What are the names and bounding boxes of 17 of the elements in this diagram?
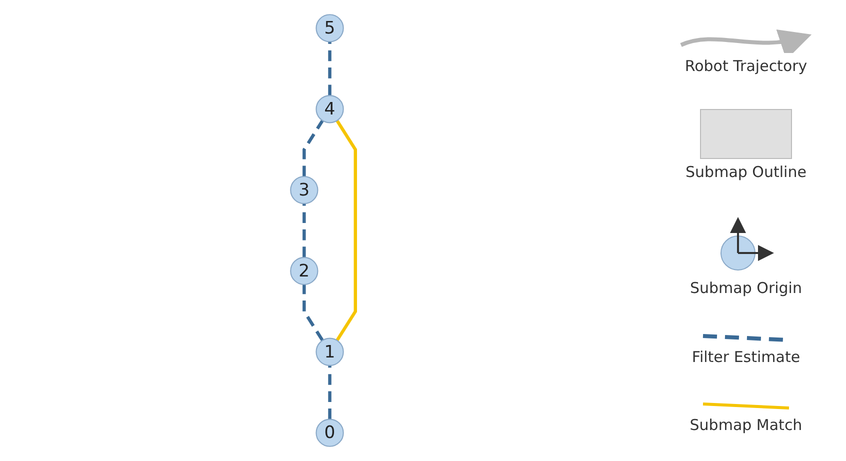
node-circle: 1 [316,338,344,366]
legend-label: Filter Estimate [692,348,800,366]
connector [328,365,332,420]
connector [328,42,332,96]
node-circle: 4 [316,95,344,124]
connector [302,204,306,258]
node-circle: 3 [290,176,318,204]
legend-label: Submap Origin [690,279,802,298]
node-circle: 0 [316,418,344,447]
node-circle: 5 [316,14,344,42]
connector [302,120,324,176]
legend-label: Submap Match [690,416,802,434]
connector [336,120,357,342]
legend-label: Submap Outline [686,163,806,182]
connector [302,284,324,342]
node-circle: 2 [290,256,318,286]
legend-label: Robot Trajectory [684,57,808,76]
